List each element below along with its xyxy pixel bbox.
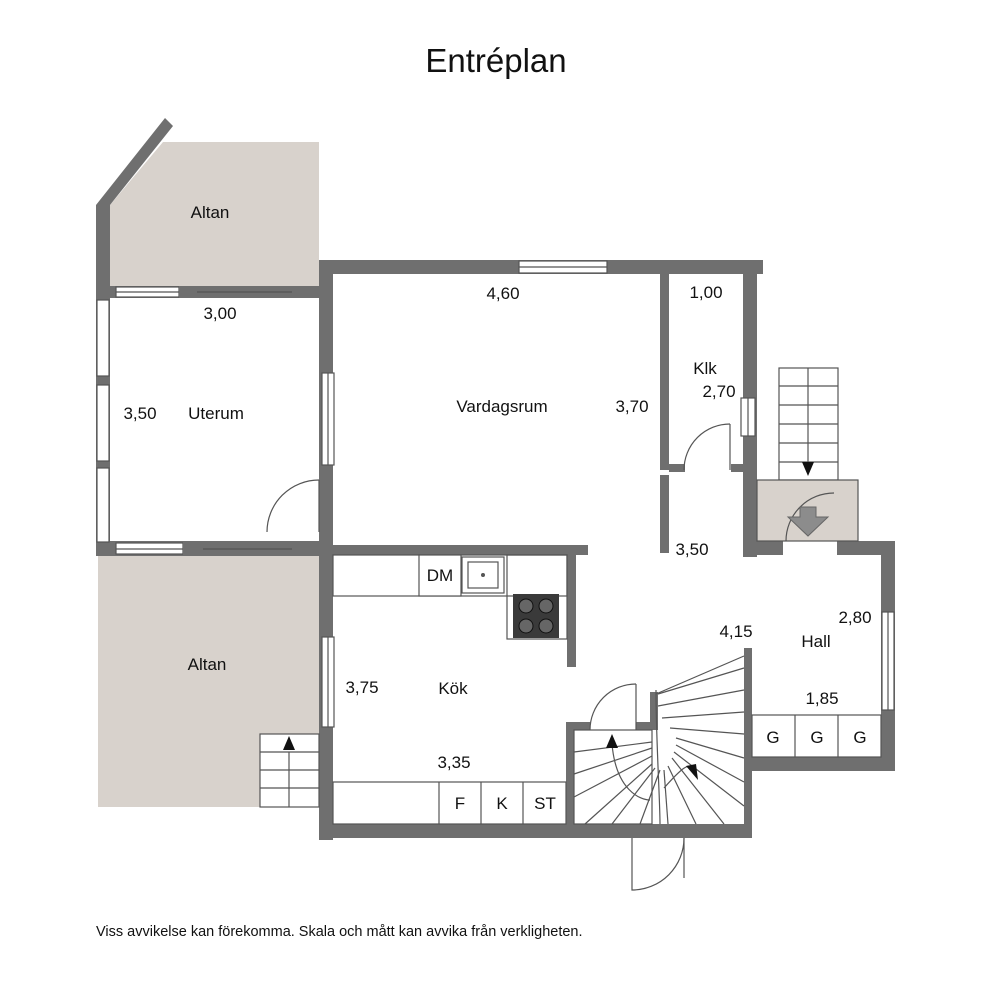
dim-vardagsrum-height: 3,70 (615, 397, 648, 416)
dim-vardagsrum-width: 4,60 (486, 284, 519, 303)
disclaimer: Viss avvikelse kan förekomma. Skala och … (96, 924, 583, 940)
fixture-wardrobe-3: G (853, 728, 866, 747)
stair-arrow-icon (606, 734, 618, 748)
stove-icon (513, 594, 559, 638)
upper-stair (756, 367, 859, 542)
room-altan-bottom: Altan (188, 655, 227, 674)
fixture-k: K (496, 794, 508, 813)
dim-klk-height: 2,70 (702, 382, 735, 401)
dim-uterum-width: 3,00 (203, 304, 236, 323)
entrance-arrow-icon (786, 506, 830, 537)
main-stair (573, 655, 745, 825)
fixture-wardrobe-2: G (810, 728, 823, 747)
room-vardagsrum: Vardagsrum (456, 397, 547, 416)
dim-hall-width: 1,85 (805, 689, 838, 708)
fixture-fridge: F (455, 794, 465, 813)
stair-arrow-icon (686, 764, 698, 780)
page-title: Entréplan (425, 42, 567, 79)
dim-klk-width: 1,00 (689, 283, 722, 302)
room-altan-top: Altan (191, 203, 230, 222)
stair-arrow-icon (283, 736, 295, 750)
dim-hall-height: 2,80 (838, 608, 871, 627)
room-uterum: Uterum (188, 404, 244, 423)
dim-kok-width: 3,35 (437, 753, 470, 772)
fixture-st: ST (534, 794, 556, 813)
windows (96, 260, 895, 728)
fixture-wardrobe-1: G (766, 728, 779, 747)
room-klk: Klk (693, 359, 717, 378)
wardrobes (751, 714, 882, 758)
stair-arrow-icon (802, 462, 814, 476)
dim-uterum-height: 3,50 (123, 404, 156, 423)
room-kok: Kök (438, 679, 468, 698)
altan-top-deck (110, 142, 319, 286)
room-hall: Hall (801, 632, 830, 651)
sink-icon (461, 556, 505, 594)
outdoor-stair (259, 733, 320, 808)
fixture-dishwasher: DM (427, 566, 453, 585)
kitchen-counter (332, 554, 568, 825)
dim-corridor: 3,50 (675, 540, 708, 559)
dim-stair-width: 4,15 (719, 622, 752, 641)
dim-kok-height: 3,75 (345, 678, 378, 697)
doors (266, 423, 731, 891)
